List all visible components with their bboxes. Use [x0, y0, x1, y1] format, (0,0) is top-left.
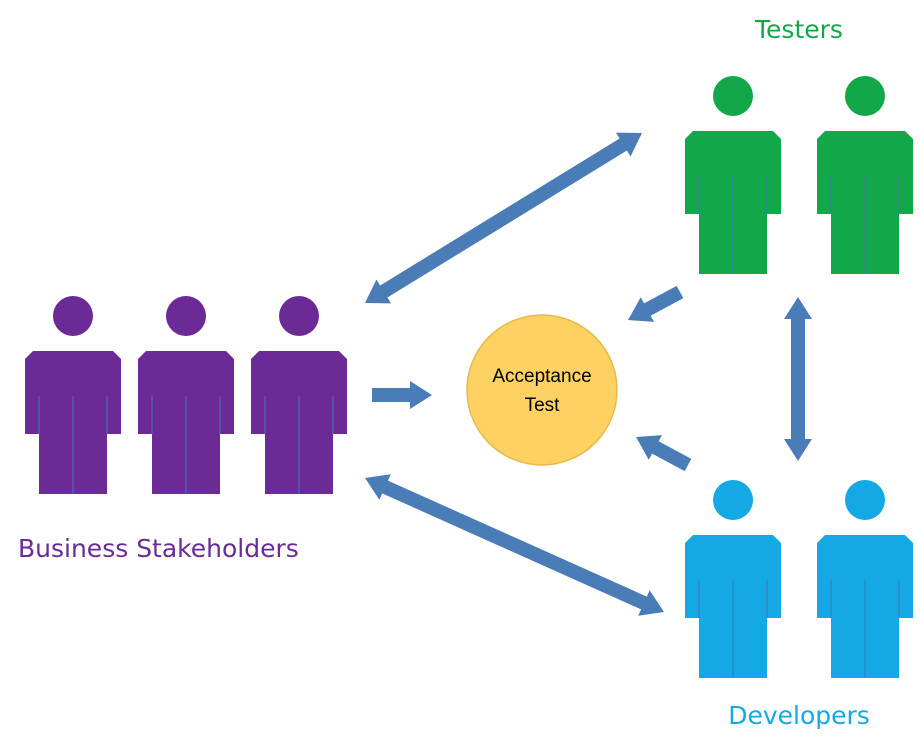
testers-developers-arrow [784, 297, 812, 461]
stakeholders-testers-arrow [365, 132, 643, 304]
person-head [845, 76, 885, 116]
stakeholders-to-test-arrow [372, 381, 432, 409]
business-stakeholders-label: Business Stakeholders [18, 534, 299, 563]
people [25, 76, 913, 678]
person-head [845, 480, 885, 520]
acceptance-test-label-line2: Test [525, 395, 561, 416]
acceptance-test-node: Acceptance Test [466, 314, 618, 466]
person-head [166, 296, 206, 336]
tester-figure-2 [817, 76, 913, 274]
stakeholder-figure-1 [25, 296, 121, 494]
person-head [713, 480, 753, 520]
arrows [365, 132, 812, 616]
tester-figure-1 [685, 76, 781, 274]
developers-to-test-arrow [635, 435, 692, 472]
testers-to-test-arrow [627, 285, 684, 322]
person-head [279, 296, 319, 336]
testers-label: Testers [754, 15, 843, 44]
acceptance-test-label-line1: Acceptance [492, 366, 591, 387]
acceptance-test-circle [466, 314, 618, 466]
person-head [53, 296, 93, 336]
developer-figure-2 [817, 480, 913, 678]
developers-label: Developers [728, 701, 870, 730]
person-head [713, 76, 753, 116]
stakeholder-figure-2 [138, 296, 234, 494]
developer-figure-1 [685, 480, 781, 678]
stakeholder-figure-3 [251, 296, 347, 494]
stakeholders-developers-arrow [365, 474, 664, 616]
